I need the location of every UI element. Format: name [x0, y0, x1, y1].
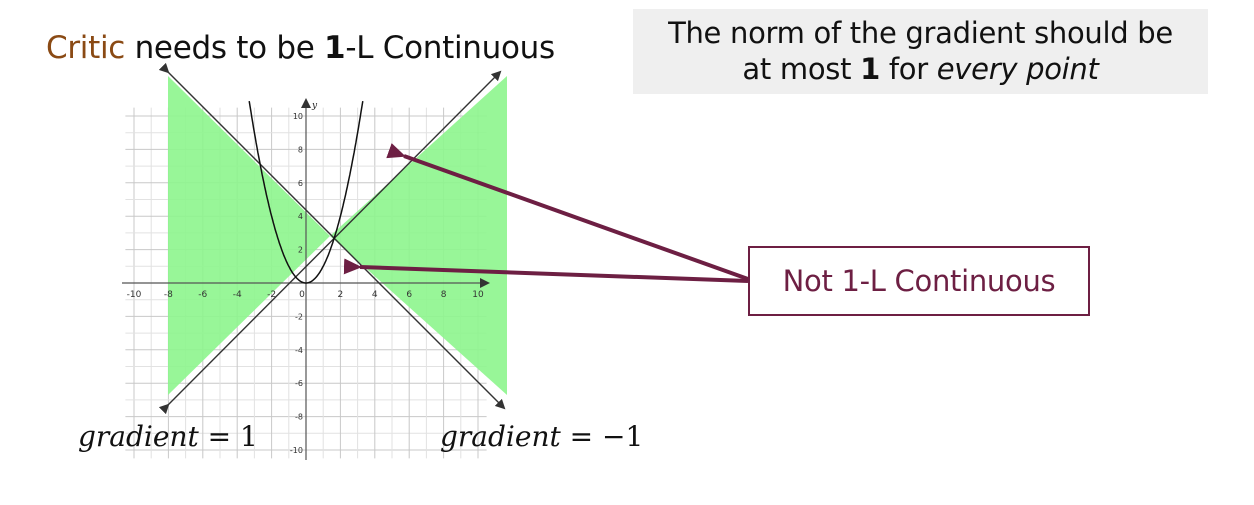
- x-tick-label: 4: [372, 290, 378, 300]
- title-one: 1: [324, 30, 346, 66]
- critic-word: Critic: [46, 30, 126, 66]
- x-tick-label: -6: [198, 290, 207, 300]
- cone-region-right: [330, 76, 507, 395]
- note-line-2: at most 1 for every point: [742, 52, 1098, 86]
- gradient-left-var: gradient: [78, 420, 199, 453]
- x-tick-label: 10: [472, 290, 484, 300]
- y-tick-label: -6: [295, 379, 303, 388]
- note-line-2-mid: for: [879, 52, 937, 86]
- y-tick-label: -10: [290, 446, 303, 455]
- parabola-curve: [248, 100, 364, 284]
- gradient-label-left: gradient = 1: [78, 420, 258, 453]
- gradient-note-box: The norm of the gradient should be at mo…: [633, 9, 1208, 94]
- y-tick-label: 8: [298, 145, 303, 154]
- y-tick-label: -4: [295, 346, 303, 355]
- note-line-2-bold: 1: [860, 52, 880, 86]
- x-tick-label: -4: [233, 290, 242, 300]
- y-tick-label: 6: [298, 179, 303, 188]
- gradient-line-negative: [158, 62, 506, 410]
- note-line-2-italic: every point: [936, 52, 1099, 86]
- y-tick-label: 4: [298, 212, 303, 221]
- x-tick-label: 0: [299, 290, 305, 300]
- gradient-right-var: gradient: [440, 420, 561, 453]
- callout-arrow-lower: [343, 258, 749, 283]
- y-tick-label: 10: [293, 112, 303, 121]
- y-tick-label: -8: [295, 413, 303, 422]
- gradient-right-eq: = −1: [560, 420, 644, 453]
- x-tick-label: -10: [127, 290, 142, 300]
- title-rest: -L Continuous: [345, 30, 555, 66]
- y-axis-label: y: [311, 101, 318, 111]
- gradient-label-right: gradient = −1: [440, 420, 643, 453]
- note-line-2-pre: at most: [742, 52, 861, 86]
- x-tick-label: 8: [441, 290, 447, 300]
- x-tick-label: -8: [164, 290, 173, 300]
- y-tick-label: 2: [298, 246, 303, 255]
- not-continuous-label: Not 1-L Continuous: [748, 246, 1090, 316]
- x-tick-label: 2: [338, 290, 344, 300]
- title-middle: needs to be: [125, 30, 325, 66]
- slide-title: Critic needs to be 1-L Continuous: [46, 30, 555, 66]
- y-tick-label: -2: [295, 312, 303, 321]
- x-tick-label: 6: [406, 290, 412, 300]
- note-line-1: The norm of the gradient should be: [668, 16, 1173, 50]
- callout-arrow-upper: [386, 143, 749, 281]
- gradient-left-eq: = 1: [198, 420, 258, 453]
